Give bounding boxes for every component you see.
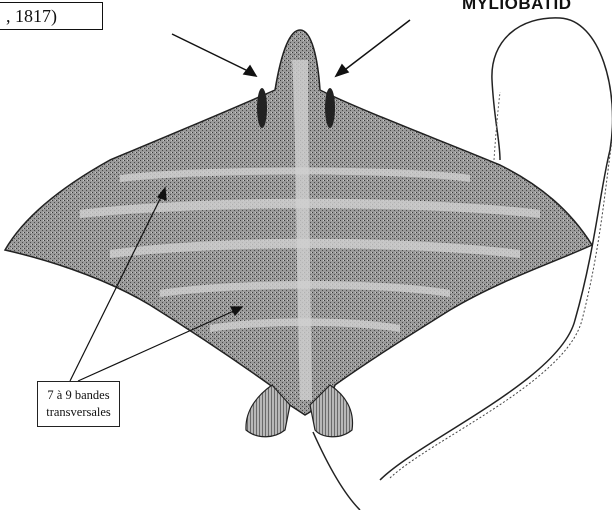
right-spiracle [325, 88, 335, 128]
citation-text: , 1817) [6, 6, 57, 26]
annotation-box: 7 à 9 bandes transversales [37, 381, 120, 427]
left-spiracle [257, 88, 267, 128]
annotation-line-1: 7 à 9 bandes [38, 387, 119, 404]
annotation-line-2: transversales [38, 404, 119, 421]
citation-box: , 1817) [0, 2, 103, 30]
family-label: MYLIOBATID [462, 0, 572, 14]
